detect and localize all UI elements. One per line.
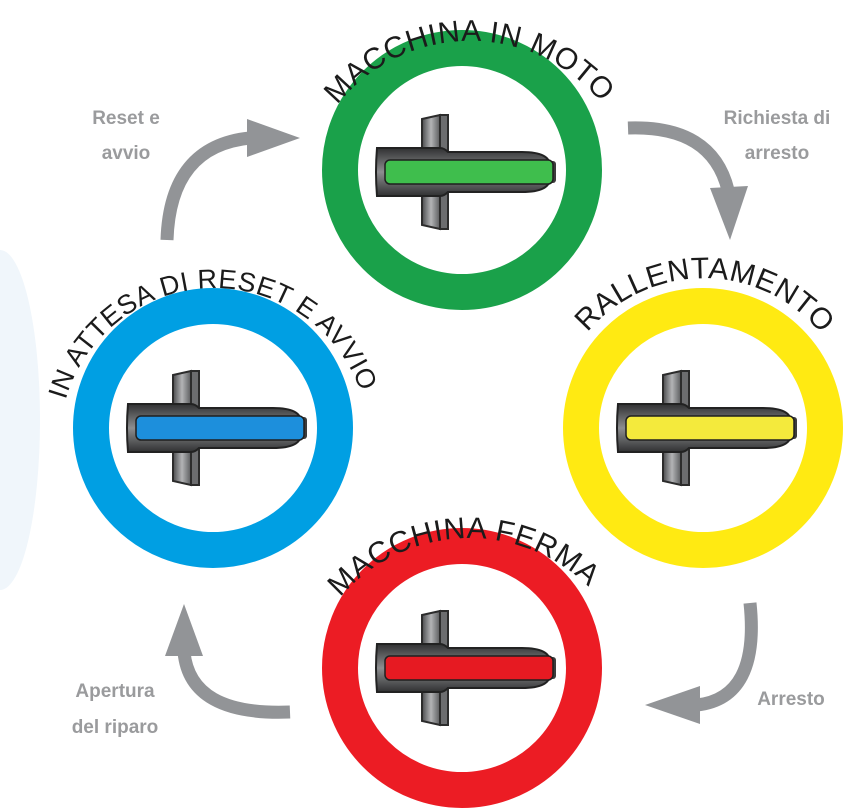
arrowhead-guard-opening	[165, 604, 203, 656]
state-slowing	[563, 288, 843, 568]
transition-label-stop-request: Richiesta di arresto	[724, 108, 831, 164]
transition-label-guard-opening: Apertura del riparo	[72, 681, 159, 738]
state-running	[322, 30, 602, 310]
svg-text:Apertura: Apertura	[75, 681, 155, 702]
transition-label-reset-start: Reset e avvio	[92, 108, 160, 164]
status-ring-red	[322, 528, 602, 808]
rotary-handle-icon	[126, 370, 308, 486]
status-ring-blue	[73, 288, 353, 568]
transition-label-stop: Arresto	[757, 689, 825, 710]
arrow-reset-start	[160, 131, 251, 241]
rotary-handle-icon	[375, 610, 557, 726]
arrowhead-stop-request	[710, 186, 748, 240]
rotary-handle-icon	[616, 370, 798, 486]
arrowhead-reset-start	[247, 119, 300, 157]
rotary-handle-icon	[375, 114, 557, 230]
status-ring-yellow	[563, 288, 843, 568]
svg-text:Arresto: Arresto	[757, 689, 825, 710]
arrow-stop-request	[627, 121, 735, 192]
arrow-guard-opening	[177, 651, 291, 719]
svg-text:del riparo: del riparo	[72, 717, 159, 738]
state-waiting	[73, 288, 353, 568]
arrowhead-stop	[645, 686, 700, 724]
svg-text:arresto: arresto	[745, 143, 809, 164]
state-stopped	[322, 528, 602, 808]
arrow-stop	[696, 602, 758, 712]
svg-text:Richiesta di: Richiesta di	[724, 108, 831, 129]
svg-text:Reset e: Reset e	[92, 108, 160, 129]
status-ring-green	[322, 30, 602, 310]
svg-text:avvio: avvio	[102, 143, 151, 164]
